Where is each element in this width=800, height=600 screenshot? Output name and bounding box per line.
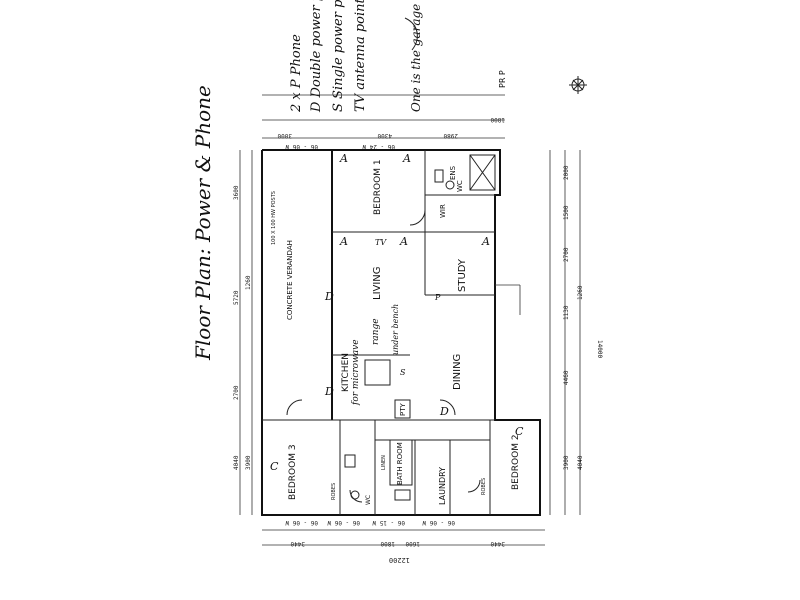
annotation-microwave: for microwave (351, 339, 361, 406)
svg-text:2700: 2700 (233, 385, 240, 400)
room-bedroom1: BEDROOM 1 (373, 159, 383, 215)
outer-walls (261, 149, 541, 516)
double-power-icon: D (324, 290, 334, 303)
svg-text:4040: 4040 (577, 455, 584, 470)
room-living: LIVING (372, 266, 383, 300)
room-wir: WIR (439, 204, 447, 218)
double-power-icon: A (339, 235, 348, 248)
room-dining: DINING (452, 354, 463, 390)
double-power-icon: A (399, 235, 408, 248)
room-wc-ens: WC (456, 180, 464, 192)
svg-text:5720: 5720 (233, 290, 240, 305)
room-pty: PTY (399, 403, 407, 416)
double-power-icon: D (324, 385, 334, 398)
legend-line-2: D Double power point (309, 0, 324, 113)
annotation-under-bench: under bench (391, 304, 400, 355)
left-dimensions: 3600 5720 1260 2700 4040 3900 (233, 150, 253, 515)
room-robes-b2: ROBES (481, 478, 487, 495)
svg-text:1600: 1600 (405, 540, 420, 547)
room-ens: ENS (449, 165, 457, 180)
svg-text:2000: 2000 (563, 165, 570, 180)
legend-line-1: 2 x P Phone (289, 34, 304, 113)
svg-text:2700: 2700 (563, 247, 570, 262)
svg-text:06 - 24 W: 06 - 24 W (362, 143, 395, 150)
bottom-dimensions: 3440 1800 1600 3440 06 - 06 W 06 - 06 W … (262, 519, 545, 564)
svg-text:1800: 1800 (490, 116, 505, 123)
svg-text:1260: 1260 (577, 285, 584, 300)
room-linen: LINEN (381, 455, 387, 470)
legend-line-4: TV antenna point (353, 0, 368, 112)
room-study: STUDY (457, 258, 468, 292)
svg-text:4300: 4300 (377, 132, 392, 139)
room-wc: WC (365, 495, 372, 505)
svg-text:06 - 06 W: 06 - 06 W (285, 143, 318, 150)
room-posts: 100 X 100 HW POSTS (271, 191, 277, 245)
svg-text:3900: 3900 (245, 455, 252, 470)
double-power-icon: C (270, 460, 279, 473)
svg-text:1260: 1260 (245, 275, 252, 290)
room-laundry: LAUNDRY (438, 467, 447, 505)
tv-point-icon: TV (375, 238, 387, 247)
svg-text:06 - 06 W: 06 - 06 W (422, 519, 455, 526)
svg-text:14000: 14000 (596, 340, 603, 358)
room-bathroom: BATH ROOM (396, 442, 404, 485)
ensuite-fixtures (434, 154, 496, 191)
bathroom-fixtures (344, 439, 413, 501)
plan-title: Floor Plan: Power & Phone (191, 85, 215, 361)
single-power-icon: S (400, 368, 406, 377)
svg-text:3900: 3900 (563, 455, 570, 470)
double-power-icon: C (515, 425, 524, 438)
svg-text:06 - 06 W: 06 - 06 W (285, 519, 318, 526)
svg-text:3000: 3000 (277, 132, 292, 139)
svg-text:2980: 2980 (443, 132, 458, 139)
room-kitchen: KITCHEN (341, 353, 351, 392)
svg-text:1800: 1800 (380, 540, 395, 547)
legend-line-3: S Single power point (331, 0, 346, 112)
svg-text:1500: 1500 (563, 205, 570, 220)
svg-text:3600: 3600 (233, 185, 240, 200)
right-dimensions: 2000 1500 2700 1260 1130 4460 3900 4040 … (549, 150, 603, 515)
room-bedroom3: BEDROOM 3 (288, 444, 298, 500)
annotation-range: range (371, 318, 381, 345)
svg-text:06 - 15 W: 06 - 15 W (372, 519, 405, 526)
annotation-arrow (404, 17, 418, 51)
svg-text:12200: 12200 (389, 556, 410, 564)
double-power-icon: A (481, 235, 490, 248)
handwritten-legend: 2 x P Phone D Double power point S Singl… (289, 0, 368, 113)
svg-text:4040: 4040 (233, 455, 240, 470)
room-bedroom2: BEDROOM 2 (511, 434, 521, 490)
top-dimensions: 3000 4300 2980 1800 06 - 06 W 06 - 24 W (262, 94, 505, 150)
svg-text:06 - 06 W: 06 - 06 W (327, 519, 360, 526)
room-robes-b3: ROBES (331, 483, 337, 500)
svg-text:4460: 4460 (563, 370, 570, 385)
double-power-icon: A (402, 152, 411, 165)
phone-point-icon: P (434, 293, 441, 302)
legend-line-5: One is the garage (409, 4, 423, 112)
svg-text:1130: 1130 (563, 305, 570, 320)
double-power-icon: A (339, 152, 348, 165)
svg-text:3440: 3440 (490, 540, 505, 547)
room-verandah: CONCRETE VERANDAH (286, 240, 294, 320)
svg-text:3440: 3440 (290, 540, 305, 547)
north-arrow-icon (569, 76, 587, 94)
door-swings (286, 209, 481, 503)
interior-walls (262, 150, 521, 515)
double-power-icon: D (439, 405, 449, 418)
pr-label: PR P (498, 70, 507, 88)
power-markers: A A A A A D D D C C TV P S (270, 152, 524, 473)
